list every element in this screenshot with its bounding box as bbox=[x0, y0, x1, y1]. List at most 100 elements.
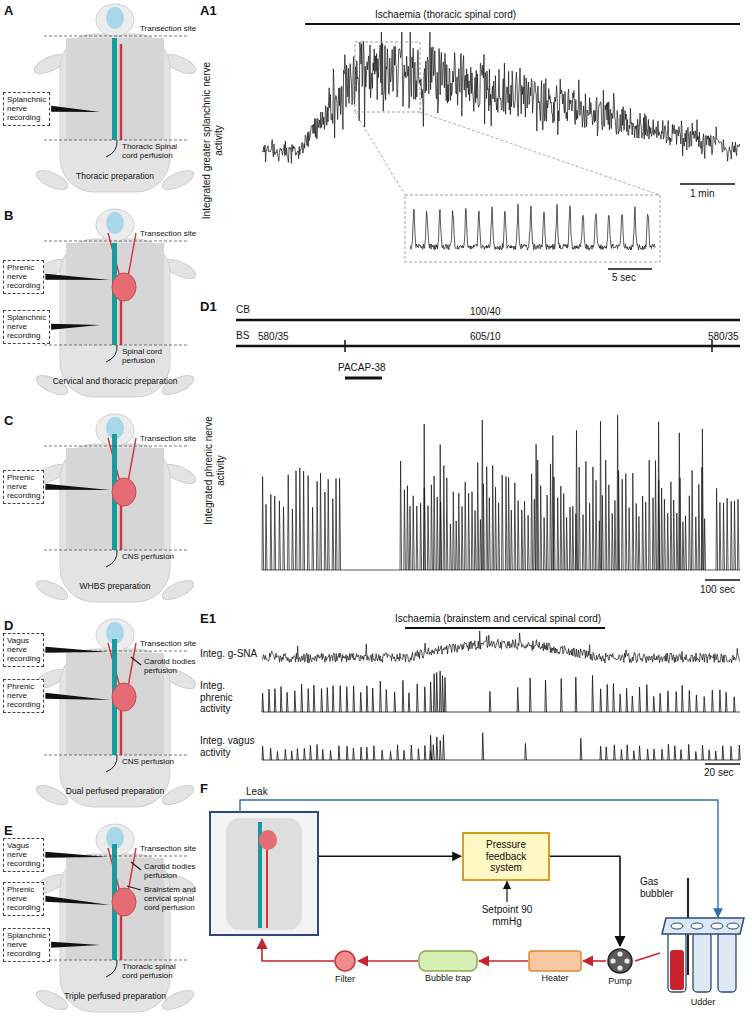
transection-line bbox=[44, 36, 188, 37]
perfusion-cannula bbox=[106, 345, 117, 362]
recording-electrode bbox=[45, 484, 110, 490]
text-label: Transection site bbox=[140, 24, 196, 33]
pump-roller bbox=[617, 951, 622, 956]
zoom-line bbox=[355, 112, 405, 195]
rat-illustration bbox=[32, 824, 199, 1014]
node-label: Vagus nerve recording bbox=[7, 636, 40, 664]
zoom-box bbox=[355, 42, 420, 112]
rat-illustration bbox=[32, 619, 199, 809]
perfused-region bbox=[66, 38, 164, 140]
text-label: Thoracic Spinal cord perfusion bbox=[122, 142, 192, 160]
rat-illustration bbox=[32, 414, 199, 604]
phrenic-trace bbox=[262, 415, 740, 570]
node-label: Bubble trap bbox=[415, 973, 481, 983]
panel-letter: E bbox=[4, 824, 13, 839]
aorta bbox=[120, 44, 123, 140]
text-label: Spinal cord perfusion bbox=[122, 347, 192, 365]
phrenic-trace bbox=[262, 671, 740, 712]
text-label: Ischaemia (brainstem and cervical spinal… bbox=[395, 613, 601, 625]
filter-node: Filter bbox=[325, 949, 365, 984]
perfusate bbox=[670, 950, 684, 990]
recording-electrode bbox=[45, 274, 110, 280]
heart bbox=[112, 273, 136, 301]
text-label: Integ. phrenic activity bbox=[200, 680, 258, 715]
text-label: WHBS preparation bbox=[40, 582, 190, 592]
node-label: Phrenic nerve recording bbox=[7, 885, 40, 913]
node-label: Phrenic nerve recording bbox=[7, 473, 40, 501]
rat-illustration bbox=[32, 209, 199, 399]
text-label: Carotid bodies perfusion bbox=[144, 657, 196, 675]
brain bbox=[106, 212, 124, 234]
recording-electrode bbox=[51, 324, 100, 330]
text-label: Gas bubbler bbox=[640, 876, 686, 899]
recording-box: Vagus nerve recording bbox=[3, 633, 44, 667]
perfused-region bbox=[66, 243, 164, 345]
text-label: 605/10 bbox=[470, 331, 501, 343]
node-label: Phrenic nerve recording bbox=[7, 682, 40, 710]
heater-body bbox=[529, 951, 581, 971]
node-label: Phrenic nerve recording bbox=[7, 263, 40, 291]
drug-bar bbox=[345, 377, 382, 380]
text-label: CNS perfusion bbox=[122, 757, 192, 766]
heart bbox=[259, 830, 277, 850]
rat-head bbox=[96, 4, 134, 36]
pump-roller bbox=[610, 958, 615, 963]
reservoir-tube bbox=[718, 932, 736, 992]
recording-electrode bbox=[45, 852, 108, 858]
section-line bbox=[44, 755, 188, 756]
text-label: Transection site bbox=[140, 434, 196, 443]
recording-box: Phrenic nerve recording bbox=[3, 260, 44, 294]
filter-symbol bbox=[333, 949, 357, 973]
text-label: Transection site bbox=[140, 639, 196, 648]
text-label: BS bbox=[236, 330, 249, 342]
section-line bbox=[44, 140, 188, 141]
text-label: Integ. g-SNA bbox=[200, 648, 260, 660]
section-line bbox=[44, 960, 188, 961]
section-line bbox=[44, 345, 188, 346]
rat-head bbox=[96, 209, 134, 241]
process-box: Pressure feedback system bbox=[462, 832, 550, 881]
perfusion-cannula bbox=[106, 960, 117, 977]
brain bbox=[106, 7, 124, 29]
recording-box: Splanchnic nerve recording bbox=[3, 92, 50, 126]
panel-letter: B bbox=[4, 209, 13, 224]
panel-letter: D bbox=[4, 619, 13, 634]
perfusion-cannula bbox=[106, 550, 117, 567]
node-label: Pressure feedback system bbox=[473, 839, 539, 874]
heart bbox=[112, 888, 136, 916]
axis-label: Integrated greater splanchnic nerve acti… bbox=[201, 55, 224, 225]
recording-box: Phrenic nerve recording bbox=[3, 679, 44, 713]
recording-electrode bbox=[51, 942, 100, 948]
leak-line bbox=[240, 800, 718, 917]
recording-box: Phrenic nerve recording bbox=[3, 882, 44, 916]
text-label: Integ. vagus activity bbox=[200, 735, 258, 758]
recording-box: Vagus nerve recording bbox=[3, 838, 44, 872]
setpoint-arrow bbox=[506, 882, 507, 903]
text-label: Setpoint 90 mmHg bbox=[477, 904, 537, 927]
perfusate-line bbox=[262, 939, 334, 961]
udder-hole bbox=[711, 923, 723, 929]
text-label: 580/35 bbox=[708, 331, 739, 343]
rat-body bbox=[60, 239, 170, 397]
text-label: 580/35 bbox=[258, 331, 289, 343]
text-label: Transection site bbox=[140, 844, 196, 853]
pump-roller bbox=[624, 958, 629, 963]
text-label: Cervical and thoracic preparation bbox=[40, 377, 190, 387]
panel-letter: E1 bbox=[200, 612, 216, 627]
recording-electrode bbox=[51, 106, 100, 112]
carotid-cannula bbox=[131, 862, 141, 870]
text-label: CB bbox=[236, 304, 250, 316]
pressure-line bbox=[319, 856, 461, 857]
recording-box: Splanchnic nerve recording bbox=[3, 928, 50, 962]
inset-trace bbox=[410, 204, 655, 250]
scale-bar bbox=[680, 183, 735, 185]
spinal-cord bbox=[112, 38, 117, 140]
heart bbox=[112, 683, 136, 711]
text-label: Leak bbox=[246, 786, 268, 798]
recording-electrode bbox=[45, 693, 110, 700]
heart bbox=[112, 478, 136, 506]
text-label: Ischaemia (thoracic spinal cord) bbox=[375, 9, 516, 21]
flow-connector bbox=[583, 960, 606, 962]
filter-circle bbox=[335, 951, 355, 971]
